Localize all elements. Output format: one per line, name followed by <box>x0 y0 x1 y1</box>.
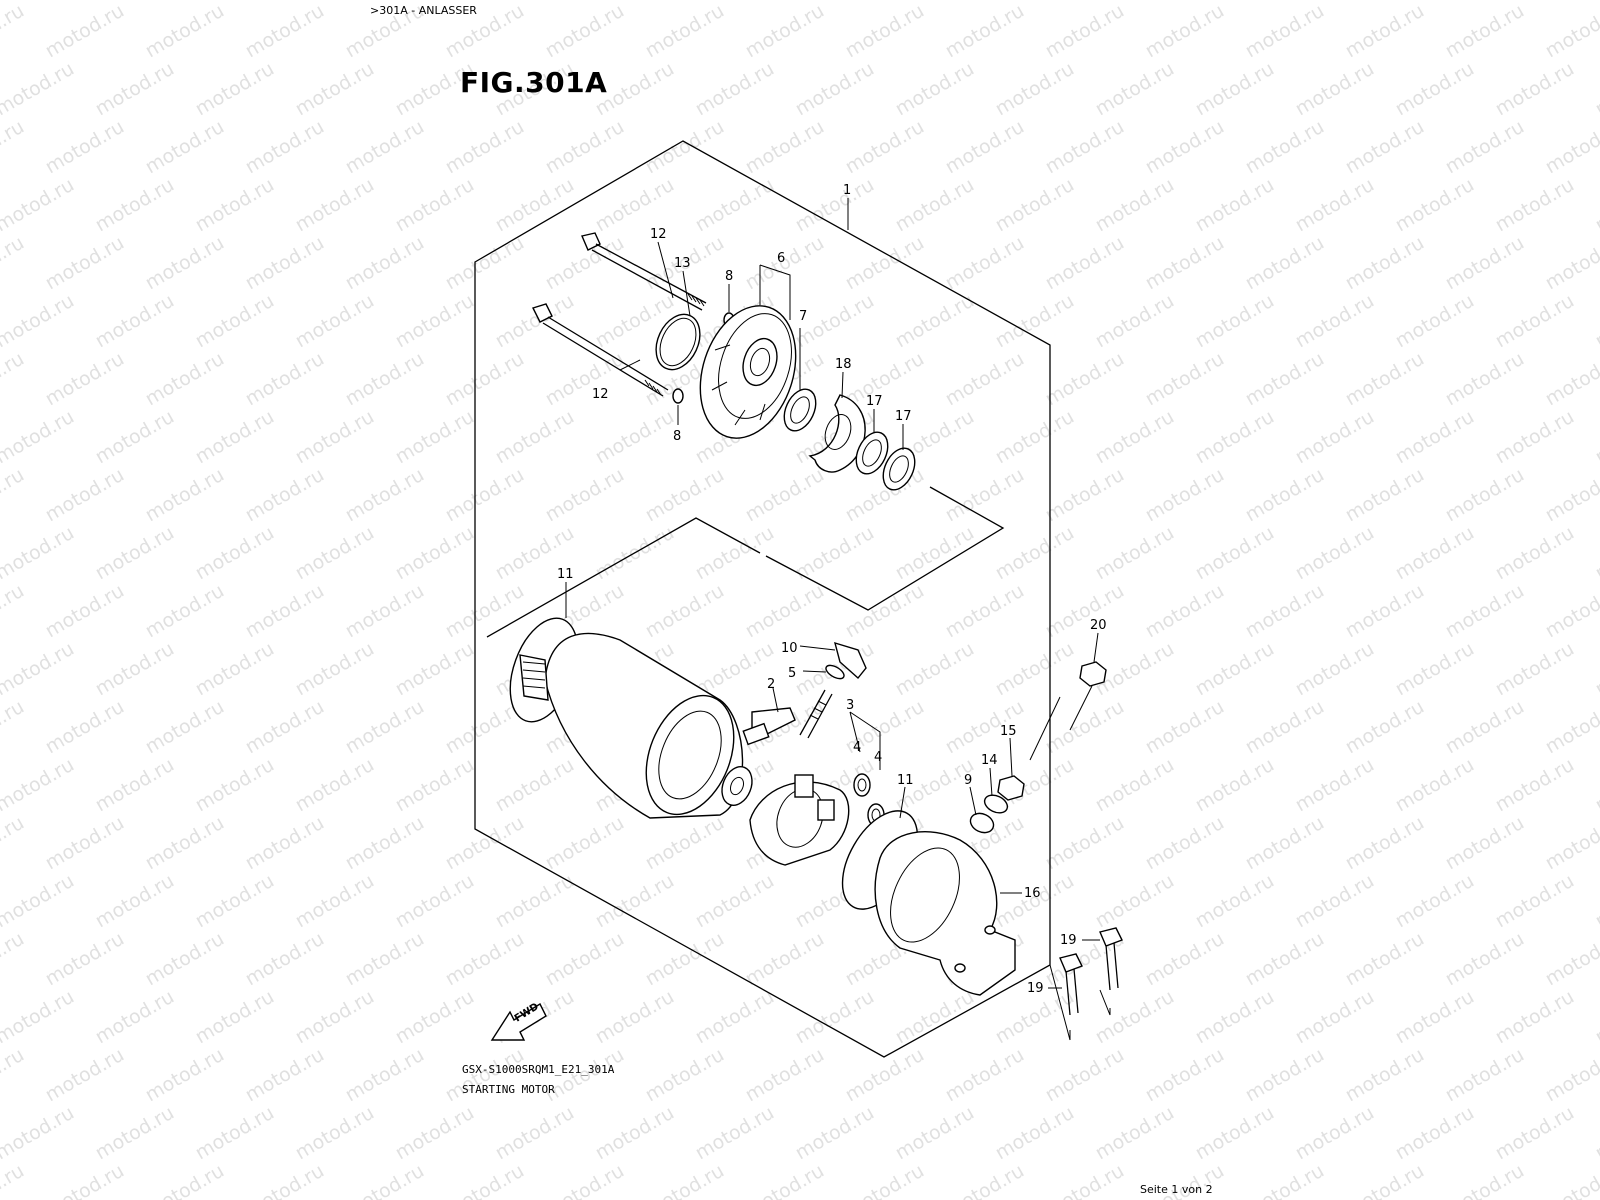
callout-15: 15 <box>1000 724 1017 739</box>
callout-8-lower: 8 <box>673 429 681 444</box>
callout-19-right: 19 <box>1060 933 1077 948</box>
washer-14 <box>983 794 1009 814</box>
callout-3: 3 <box>846 698 854 713</box>
nut-15 <box>997 775 1025 801</box>
housing-end-cover-6 <box>699 305 797 439</box>
callout-18: 18 <box>835 357 852 372</box>
bolt-19-right <box>1099 927 1123 991</box>
fwd-arrow-icon: FWD <box>490 1001 547 1041</box>
page-indicator: Seite 1 von 2 <box>1140 1183 1213 1196</box>
callout-1: 1 <box>843 183 851 198</box>
callout-12-upper: 12 <box>650 227 667 242</box>
callout-11-left: 11 <box>557 567 574 582</box>
bolt-12-upper <box>581 232 707 311</box>
o-ring-13 <box>655 313 701 371</box>
callout-4-b: 4 <box>874 750 882 765</box>
callout-8-upper: 8 <box>725 269 733 284</box>
end-housing-16 <box>874 831 1016 996</box>
terminal-bolt-2 <box>742 689 833 746</box>
brush-10 <box>834 641 867 680</box>
bolt-12-lower <box>532 303 669 397</box>
callout-14: 14 <box>981 753 998 768</box>
brush-holder-3 <box>749 774 850 866</box>
figure-title: FIG.301A <box>460 66 608 99</box>
callout-17-a: 17 <box>866 394 883 409</box>
o-ring-5 <box>825 664 845 680</box>
motor-yoke-armature <box>519 632 753 819</box>
bearing-4-a <box>853 773 871 797</box>
callout-2: 2 <box>767 677 775 692</box>
nut-20 <box>1079 661 1107 687</box>
diagram-caption: STARTING MOTOR <box>462 1083 555 1096</box>
callout-16: 16 <box>1024 886 1041 901</box>
callout-17-b: 17 <box>895 409 912 424</box>
bolt-19-left <box>1059 953 1083 1016</box>
armature-group-outline <box>486 486 1005 638</box>
callout-12-lower: 12 <box>592 387 609 402</box>
washer-8-lower <box>672 388 684 404</box>
callout-11-right: 11 <box>897 773 914 788</box>
callout-10: 10 <box>781 641 798 656</box>
callout-6: 6 <box>777 251 785 266</box>
callout-5: 5 <box>788 666 796 681</box>
plate-18 <box>808 394 866 473</box>
seal-9 <box>969 812 995 834</box>
callout-19-left: 19 <box>1027 981 1044 996</box>
callout-13: 13 <box>674 256 691 271</box>
callout-9: 9 <box>964 773 972 788</box>
diagram-code: GSX-S1000SRQM1_E21_301A <box>462 1063 615 1076</box>
callout-labels: 1 12 13 8 6 7 18 17 17 12 8 11 10 5 2 3 … <box>557 183 1107 996</box>
callout-leaders <box>565 198 1100 989</box>
callout-20: 20 <box>1090 618 1107 633</box>
callout-7: 7 <box>799 309 807 324</box>
callout-4-a: 4 <box>853 740 861 755</box>
breadcrumb: >301A - ANLASSER <box>370 4 477 17</box>
